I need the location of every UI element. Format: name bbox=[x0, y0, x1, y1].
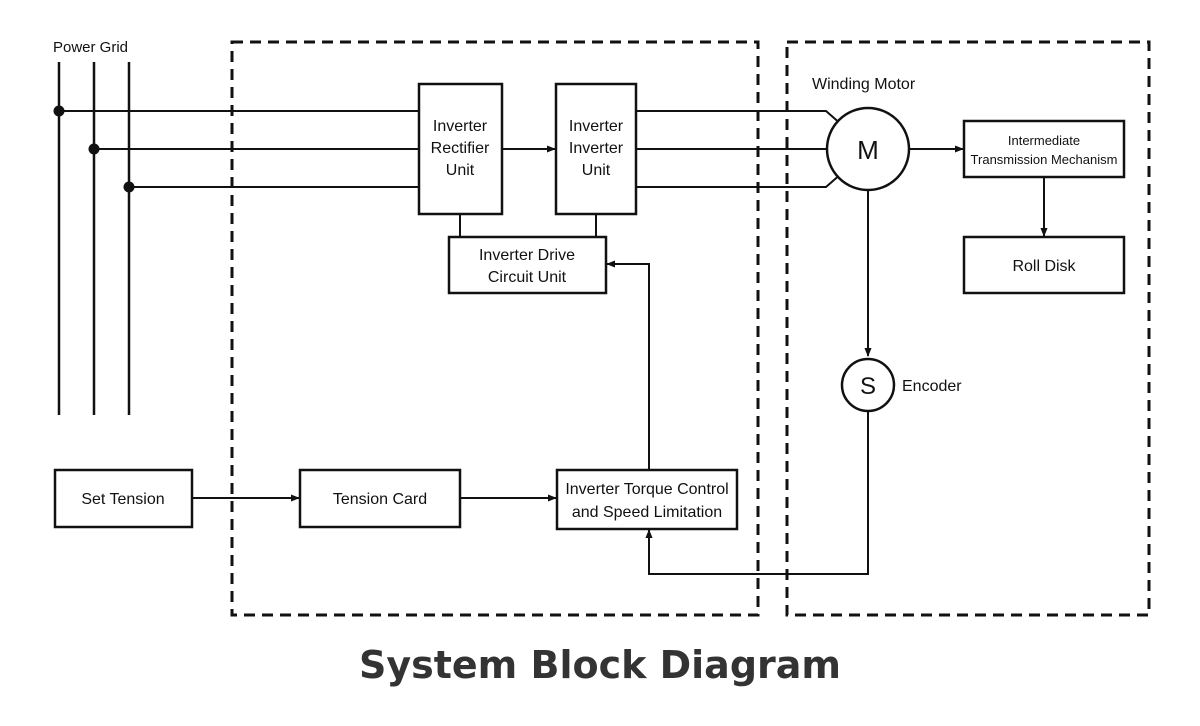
drive-label-line2: Circuit Unit bbox=[488, 269, 567, 286]
torque-to-drive-arrow bbox=[606, 260, 650, 470]
inverter-to-motor-lines bbox=[636, 110, 843, 188]
rectifier-label-line2: Rectifier bbox=[431, 140, 490, 157]
transmission-mechanism-block: Intermediate Transmission Mechanism bbox=[962, 119, 1126, 179]
set-tension-label: Set Tension bbox=[81, 491, 164, 508]
inverter-unit-block: Inverter Inverter Unit bbox=[554, 82, 638, 216]
roll-disk-label: Roll Disk bbox=[1012, 258, 1076, 275]
rectifier-label-line3: Unit bbox=[446, 162, 475, 179]
inverter-group-boundary bbox=[230, 40, 760, 617]
torque-label-line2: and Speed Limitation bbox=[572, 504, 722, 521]
rectifier-label-line1: Inverter bbox=[433, 118, 488, 135]
power-grid-label: Power Grid bbox=[53, 39, 128, 56]
transmission-label-line1: Intermediate bbox=[1008, 133, 1080, 148]
roll-disk-block: Roll Disk bbox=[962, 235, 1126, 295]
motor-circle: M bbox=[825, 106, 911, 192]
rectifier-unit-block: Inverter Rectifier Unit bbox=[417, 82, 504, 216]
encoder-symbol: S bbox=[860, 373, 876, 400]
torque-label-line1: Inverter Torque Control bbox=[565, 481, 728, 498]
inverter-label-line2: Inverter bbox=[569, 140, 624, 157]
set-tension-block: Set Tension bbox=[53, 468, 194, 529]
inverter-label-line3: Unit bbox=[582, 162, 611, 179]
power-grid-lines bbox=[57, 62, 131, 415]
drive-circuit-block: Inverter Drive Circuit Unit bbox=[447, 214, 608, 295]
transmission-label-line2: Transmission Mechanism bbox=[971, 152, 1118, 167]
encoder-circle: S bbox=[840, 357, 896, 413]
motor-group-boundary bbox=[785, 40, 1151, 617]
motor-symbol: M bbox=[857, 135, 879, 165]
winding-motor-label: Winding Motor bbox=[812, 76, 916, 93]
three-phase-feed bbox=[59, 110, 419, 188]
torque-control-block: Inverter Torque Control and Speed Limita… bbox=[555, 468, 739, 531]
diagram-title: System Block Diagram bbox=[359, 643, 841, 687]
tension-card-block: Tension Card bbox=[298, 468, 462, 529]
encoder-label: Encoder bbox=[902, 378, 962, 395]
tension-card-label: Tension Card bbox=[333, 491, 427, 508]
junction-dots bbox=[53, 105, 135, 193]
drive-label-line1: Inverter Drive bbox=[479, 247, 575, 264]
inverter-label-line1: Inverter bbox=[569, 118, 624, 135]
encoder-feedback-arrow bbox=[645, 411, 869, 575]
